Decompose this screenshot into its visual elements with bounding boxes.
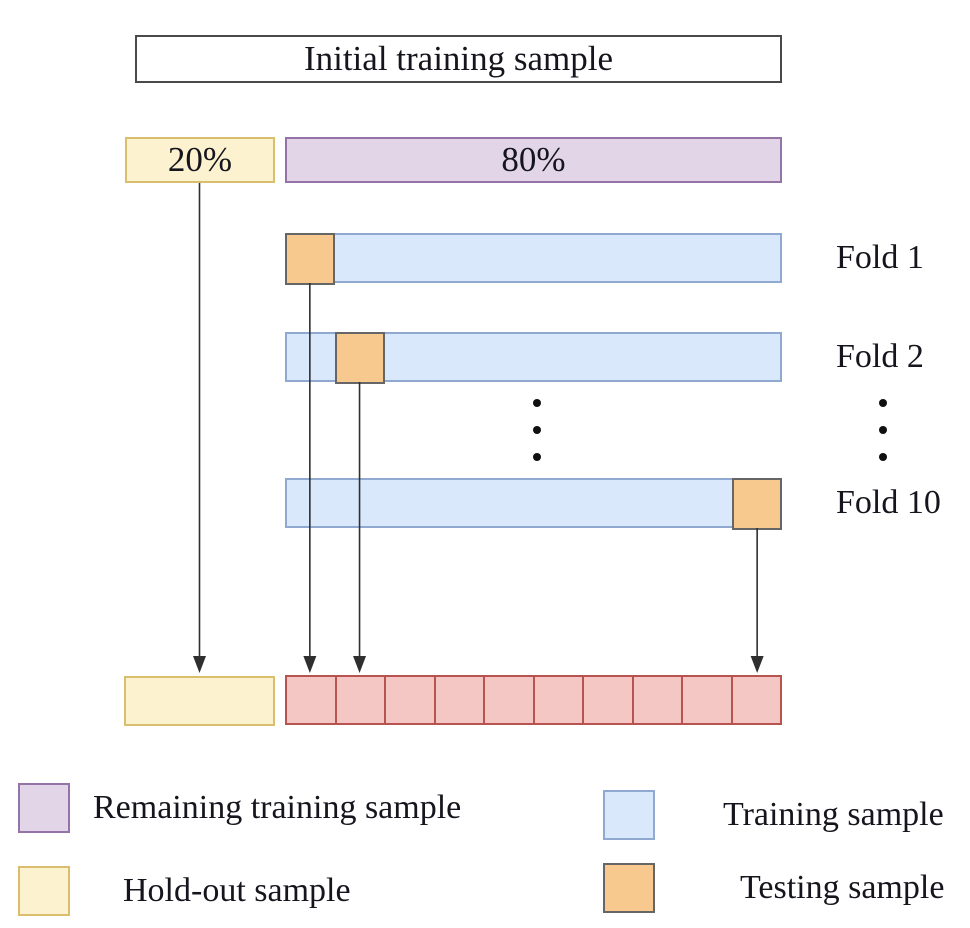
validation-segment — [584, 677, 634, 723]
remaining-percent-label: 80% — [501, 140, 566, 179]
validation-segment — [435, 677, 485, 723]
fold-training-bar — [285, 233, 782, 285]
arrow-head — [353, 656, 367, 673]
remaining-80-percent-box: 80% — [285, 137, 782, 183]
validation-segment — [287, 677, 337, 723]
fold-testing-square — [285, 233, 335, 285]
validation-segment — [386, 677, 436, 723]
legend-swatch-training-sample — [603, 790, 655, 840]
validation-segment — [633, 677, 683, 723]
validation-segment — [732, 677, 780, 723]
legend-label-testing-sample: Testing sample — [740, 869, 945, 906]
ellipsis-dot — [879, 399, 887, 407]
arrow-head — [193, 656, 206, 673]
validation-segments-strip — [285, 675, 782, 725]
ellipsis-dot — [533, 426, 541, 434]
arrow-head — [750, 656, 764, 673]
fold-testing-square — [732, 478, 783, 530]
legend-swatch-testing-sample — [603, 863, 655, 913]
initial-training-sample-label: Initial training sample — [303, 39, 614, 78]
holdout-result-box — [124, 676, 275, 726]
ellipsis-dot — [879, 453, 887, 461]
ellipsis-dot — [533, 453, 541, 461]
fold-label: Fold 2 — [836, 338, 924, 375]
validation-segment — [336, 677, 386, 723]
legend-label-hold-out-sample: Hold-out sample — [123, 872, 351, 909]
holdout-percent-label: 20% — [167, 140, 233, 179]
initial-training-sample-box: Initial training sample — [135, 35, 782, 83]
validation-segment — [534, 677, 584, 723]
validation-segment — [485, 677, 535, 723]
ellipsis-dot — [879, 426, 887, 434]
legend-label-remaining-training-sample: Remaining training sample — [93, 789, 462, 826]
ellipsis-dot — [533, 399, 541, 407]
fold-training-bar — [285, 332, 782, 384]
fold-label: Fold 1 — [836, 239, 924, 276]
fold-training-bar — [285, 478, 783, 530]
legend-label-training-sample: Training sample — [723, 796, 944, 833]
holdout-20-percent-box: 20% — [125, 137, 275, 183]
validation-segment — [683, 677, 733, 723]
arrow-head — [303, 656, 317, 673]
fold-testing-square — [334, 332, 385, 384]
legend-swatch-remaining-training-sample — [18, 783, 70, 833]
fold-label: Fold 10 — [836, 484, 941, 521]
legend-swatch-hold-out-sample — [18, 866, 70, 916]
